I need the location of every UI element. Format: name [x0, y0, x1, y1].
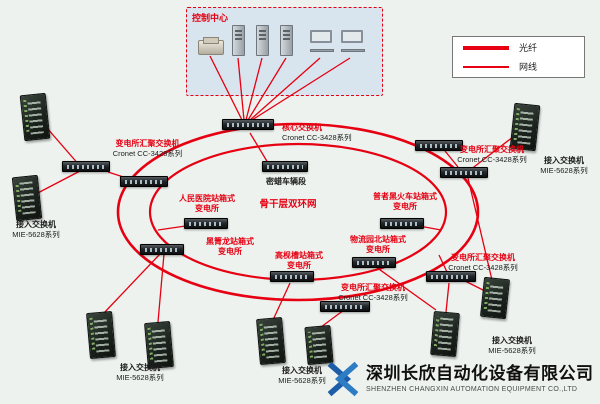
depot-label: 密蜡车辆段: [266, 177, 306, 186]
aggregation-switch-label-bottom: 变电所汇聚交换机 Cronet CC-3428系列: [338, 283, 408, 302]
aggregation-switch-device: [440, 167, 488, 178]
control-center-title: 控制中心: [192, 13, 229, 23]
access-switch-device: [479, 276, 511, 320]
cable-line-sample: [463, 65, 509, 68]
aggregation-switch-label-bottom-right: 变电所汇聚交换机 Cronet CC-3428系列: [448, 253, 518, 272]
substation-switch-device: [270, 271, 314, 282]
substation-label-logistics: 物流园北站箱式 变电所: [350, 235, 406, 254]
substation-switch-device: [352, 257, 396, 268]
substation-switch-device: [380, 218, 424, 229]
access-switch-device: [86, 310, 116, 360]
company-name-cn: 深圳长欣自动化设备有限公司: [366, 364, 594, 384]
legend: 光纤 网线: [452, 36, 585, 78]
depot-switch-device: [262, 161, 308, 172]
backbone-ring-label: 骨干层双环网: [259, 199, 317, 210]
legend-cable-label: 网线: [519, 62, 538, 72]
aggregation-switch-device: [62, 161, 110, 172]
access-switch-label-bottom-right: 接入交换机 MIE-5628系列: [488, 336, 536, 355]
core-switch-label: 核心交换机 Cronet CC-3428系列: [282, 123, 352, 142]
server-tower-icon: [256, 25, 269, 56]
substation-switch-device: [184, 218, 228, 229]
access-switch-device: [304, 324, 334, 366]
server-tower-icon: [232, 25, 245, 56]
core-switch-device: [222, 119, 274, 130]
aggregation-switch-label-right: 变电所汇聚交换机 Cronet CC-3428系列: [457, 145, 527, 164]
aggregation-switch-device: [415, 140, 463, 151]
substation-label-puzhehei: 普者黑火车站箱式 变电所: [373, 192, 437, 211]
legend-fiber-row: 光纤: [463, 41, 574, 54]
access-switch-label-bottom-left: 接入交换机 MIE-5628系列: [116, 363, 164, 382]
company-name-en: SHENZHEN CHANGXIN AUTOMATION EQUIPMENT C…: [366, 385, 578, 393]
substation-label-gaojiancao: 高枧槽站箱式 变电所: [275, 251, 323, 270]
server-tower-icon: [280, 25, 293, 56]
access-switch-device: [256, 316, 286, 366]
company-logo: 深圳长欣自动化设备有限公司 SHENZHEN CHANGXIN AUTOMATI…: [326, 361, 594, 397]
substation-switch-device: [140, 244, 184, 255]
fiber-line-sample: [463, 45, 509, 50]
aggregation-switch-device: [120, 176, 168, 187]
access-switch-device: [144, 320, 174, 370]
access-switch-label-bottom-center: 接入交换机 MIE-5628系列: [278, 366, 326, 385]
aggregation-switch-device: [426, 271, 476, 282]
substation-label-hospital: 人民医院站箱式 变电所: [179, 194, 235, 213]
control-printer-icon: [198, 37, 224, 55]
access-switch-device: [11, 174, 43, 222]
legend-cable-row: 网线: [463, 60, 574, 73]
company-name-block: 深圳长欣自动化设备有限公司 SHENZHEN CHANGXIN AUTOMATI…: [366, 364, 594, 393]
substation-label-heiqinglong: 黑箐龙站箱式 变电所: [206, 237, 254, 256]
workstation-icon: [341, 30, 365, 56]
access-switch-label-left: 接入交换机 MIE-5628系列: [12, 220, 60, 239]
workstation-icon: [310, 30, 334, 56]
access-switch-device: [430, 310, 460, 358]
aggregation-switch-device: [320, 301, 370, 312]
changxin-logo-icon: [327, 361, 359, 397]
access-switch-label-top-right: 接入交换机 MIE-5628系列: [540, 156, 588, 175]
legend-fiber-label: 光纤: [519, 43, 538, 53]
aggregation-switch-label-left: 变电所汇聚交换机 Cronet CC-3428系列: [112, 139, 183, 158]
access-switch-device: [509, 102, 541, 152]
access-switch-device: [19, 92, 51, 142]
